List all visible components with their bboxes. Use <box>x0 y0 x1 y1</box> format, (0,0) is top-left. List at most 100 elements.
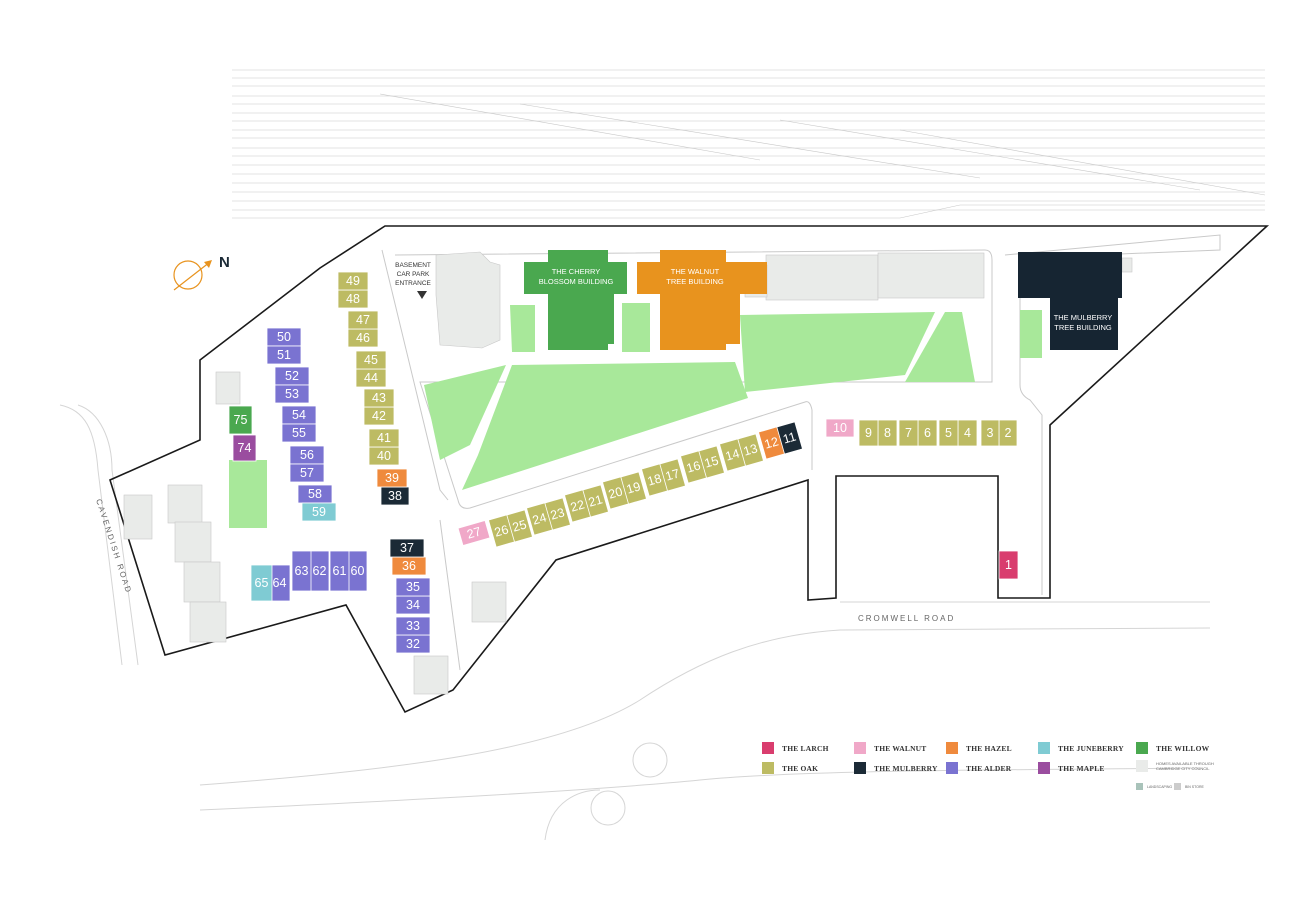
plot-10[interactable]: 10 <box>825 418 855 438</box>
plot-9[interactable]: 9 <box>858 419 879 447</box>
plot-22[interactable]: 22 <box>564 489 591 523</box>
plot-32[interactable]: 32 <box>395 634 431 654</box>
plot-4[interactable]: 4 <box>957 419 978 447</box>
plot-1[interactable]: 1 <box>998 550 1019 580</box>
legend-swatch-bin-store <box>1174 783 1181 790</box>
plot-38[interactable]: 38 <box>380 486 410 506</box>
plot-number-42: 42 <box>372 409 386 423</box>
plot-7[interactable]: 7 <box>898 419 919 447</box>
plot-6[interactable]: 6 <box>917 419 938 447</box>
plot-shape-26 <box>488 514 515 548</box>
plot-14[interactable]: 14 <box>719 438 746 472</box>
plot-shape-12 <box>758 426 785 460</box>
plot-34[interactable]: 34 <box>395 595 431 615</box>
plot-2[interactable]: 2 <box>998 419 1018 447</box>
plot-58[interactable]: 58 <box>297 484 333 504</box>
plot-12[interactable]: 12 <box>758 426 785 460</box>
plot-shape-5 <box>938 419 959 447</box>
plot-24[interactable]: 24 <box>526 502 553 536</box>
plot-74[interactable]: 74 <box>232 434 257 462</box>
plot-3[interactable]: 3 <box>980 419 1000 447</box>
plot-19[interactable]: 19 <box>620 471 647 505</box>
plot-number-48: 48 <box>346 292 360 306</box>
plot-57[interactable]: 57 <box>289 463 325 483</box>
plot-27[interactable]: 27 <box>457 519 491 547</box>
plot-16[interactable]: 16 <box>680 450 707 484</box>
plot-21[interactable]: 21 <box>582 484 609 518</box>
plot-number-41: 41 <box>377 431 391 445</box>
plot-60[interactable]: 60 <box>347 550 368 592</box>
plot-number-12: 12 <box>763 434 780 451</box>
plot-63[interactable]: 63 <box>291 550 312 592</box>
plot-53[interactable]: 53 <box>274 384 310 404</box>
plot-42[interactable]: 42 <box>363 406 395 426</box>
legend-council: HOMES AVAILABLE THROUGH CAMBRIDGE CITY C… <box>1136 760 1216 772</box>
plot-33[interactable]: 33 <box>395 616 431 636</box>
plot-65[interactable]: 65 <box>250 564 273 602</box>
plot-number-11: 11 <box>781 429 797 446</box>
cherry-building-label-1: THE CHERRY <box>552 267 601 276</box>
plot-39[interactable]: 39 <box>376 468 408 488</box>
plot-8[interactable]: 8 <box>877 419 898 447</box>
plot-55[interactable]: 55 <box>281 423 317 443</box>
plot-59[interactable]: 59 <box>301 502 337 522</box>
plot-number-62: 62 <box>313 564 327 578</box>
plot-15[interactable]: 15 <box>698 445 725 479</box>
plot-48[interactable]: 48 <box>337 289 369 309</box>
plot-shape-24 <box>526 502 553 536</box>
plot-52[interactable]: 52 <box>274 366 310 386</box>
plot-number-17: 17 <box>664 466 681 483</box>
plot-number-9: 9 <box>865 426 872 440</box>
plot-41[interactable]: 41 <box>368 428 400 448</box>
plot-number-2: 2 <box>1005 426 1012 440</box>
plot-62[interactable]: 62 <box>309 550 330 592</box>
legend-swatch-landscaping <box>1136 783 1143 790</box>
plot-number-65: 65 <box>255 576 269 590</box>
plot-number-21: 21 <box>587 492 604 509</box>
plot-26[interactable]: 26 <box>488 514 515 548</box>
plot-18[interactable]: 18 <box>641 463 668 497</box>
legend-label-juneberry: THE JUNEBERRY <box>1058 743 1124 753</box>
plot-5[interactable]: 5 <box>938 419 959 447</box>
plot-35[interactable]: 35 <box>395 577 431 597</box>
plot-56[interactable]: 56 <box>289 445 325 465</box>
plot-shape-37 <box>389 538 425 558</box>
plot-20[interactable]: 20 <box>602 476 629 510</box>
legend-swatch-oak <box>762 762 774 774</box>
plot-shape-61 <box>329 550 350 592</box>
legend-maple: THE MAPLE <box>1038 762 1105 774</box>
plot-number-54: 54 <box>292 408 306 422</box>
plot-75[interactable]: 75 <box>228 405 253 435</box>
plot-37[interactable]: 37 <box>389 538 425 558</box>
plot-number-74: 74 <box>238 441 252 455</box>
plot-shape-7 <box>898 419 919 447</box>
legend-larch: THE LARCH <box>762 742 829 754</box>
plot-49[interactable]: 49 <box>337 271 369 291</box>
plot-number-43: 43 <box>372 391 386 405</box>
plot-number-4: 4 <box>964 426 971 440</box>
legend-label-landscaping: LANDSCAPING <box>1147 784 1173 789</box>
plot-40[interactable]: 40 <box>368 446 400 466</box>
plot-number-60: 60 <box>351 564 365 578</box>
plot-50[interactable]: 50 <box>266 327 302 347</box>
plot-64[interactable]: 64 <box>268 564 291 602</box>
plot-23[interactable]: 23 <box>544 497 571 531</box>
plot-36[interactable]: 36 <box>391 556 427 576</box>
plot-number-35: 35 <box>406 580 420 594</box>
plot-44[interactable]: 44 <box>355 368 387 388</box>
plot-47[interactable]: 47 <box>347 310 379 330</box>
plot-number-39: 39 <box>385 471 399 485</box>
plot-number-44: 44 <box>364 371 378 385</box>
walnut-tree-building <box>637 250 767 350</box>
plot-number-58: 58 <box>308 487 322 501</box>
plot-43[interactable]: 43 <box>363 388 395 408</box>
plot-45[interactable]: 45 <box>355 350 387 370</box>
plot-shape-59 <box>301 502 337 522</box>
legend-label-maple: THE MAPLE <box>1058 763 1105 773</box>
cromwell-road-label: CROMWELL ROAD <box>858 614 955 623</box>
plot-61[interactable]: 61 <box>329 550 350 592</box>
plot-46[interactable]: 46 <box>347 328 379 348</box>
plot-51[interactable]: 51 <box>266 345 302 365</box>
plot-25[interactable]: 25 <box>506 509 533 543</box>
plot-54[interactable]: 54 <box>281 405 317 425</box>
